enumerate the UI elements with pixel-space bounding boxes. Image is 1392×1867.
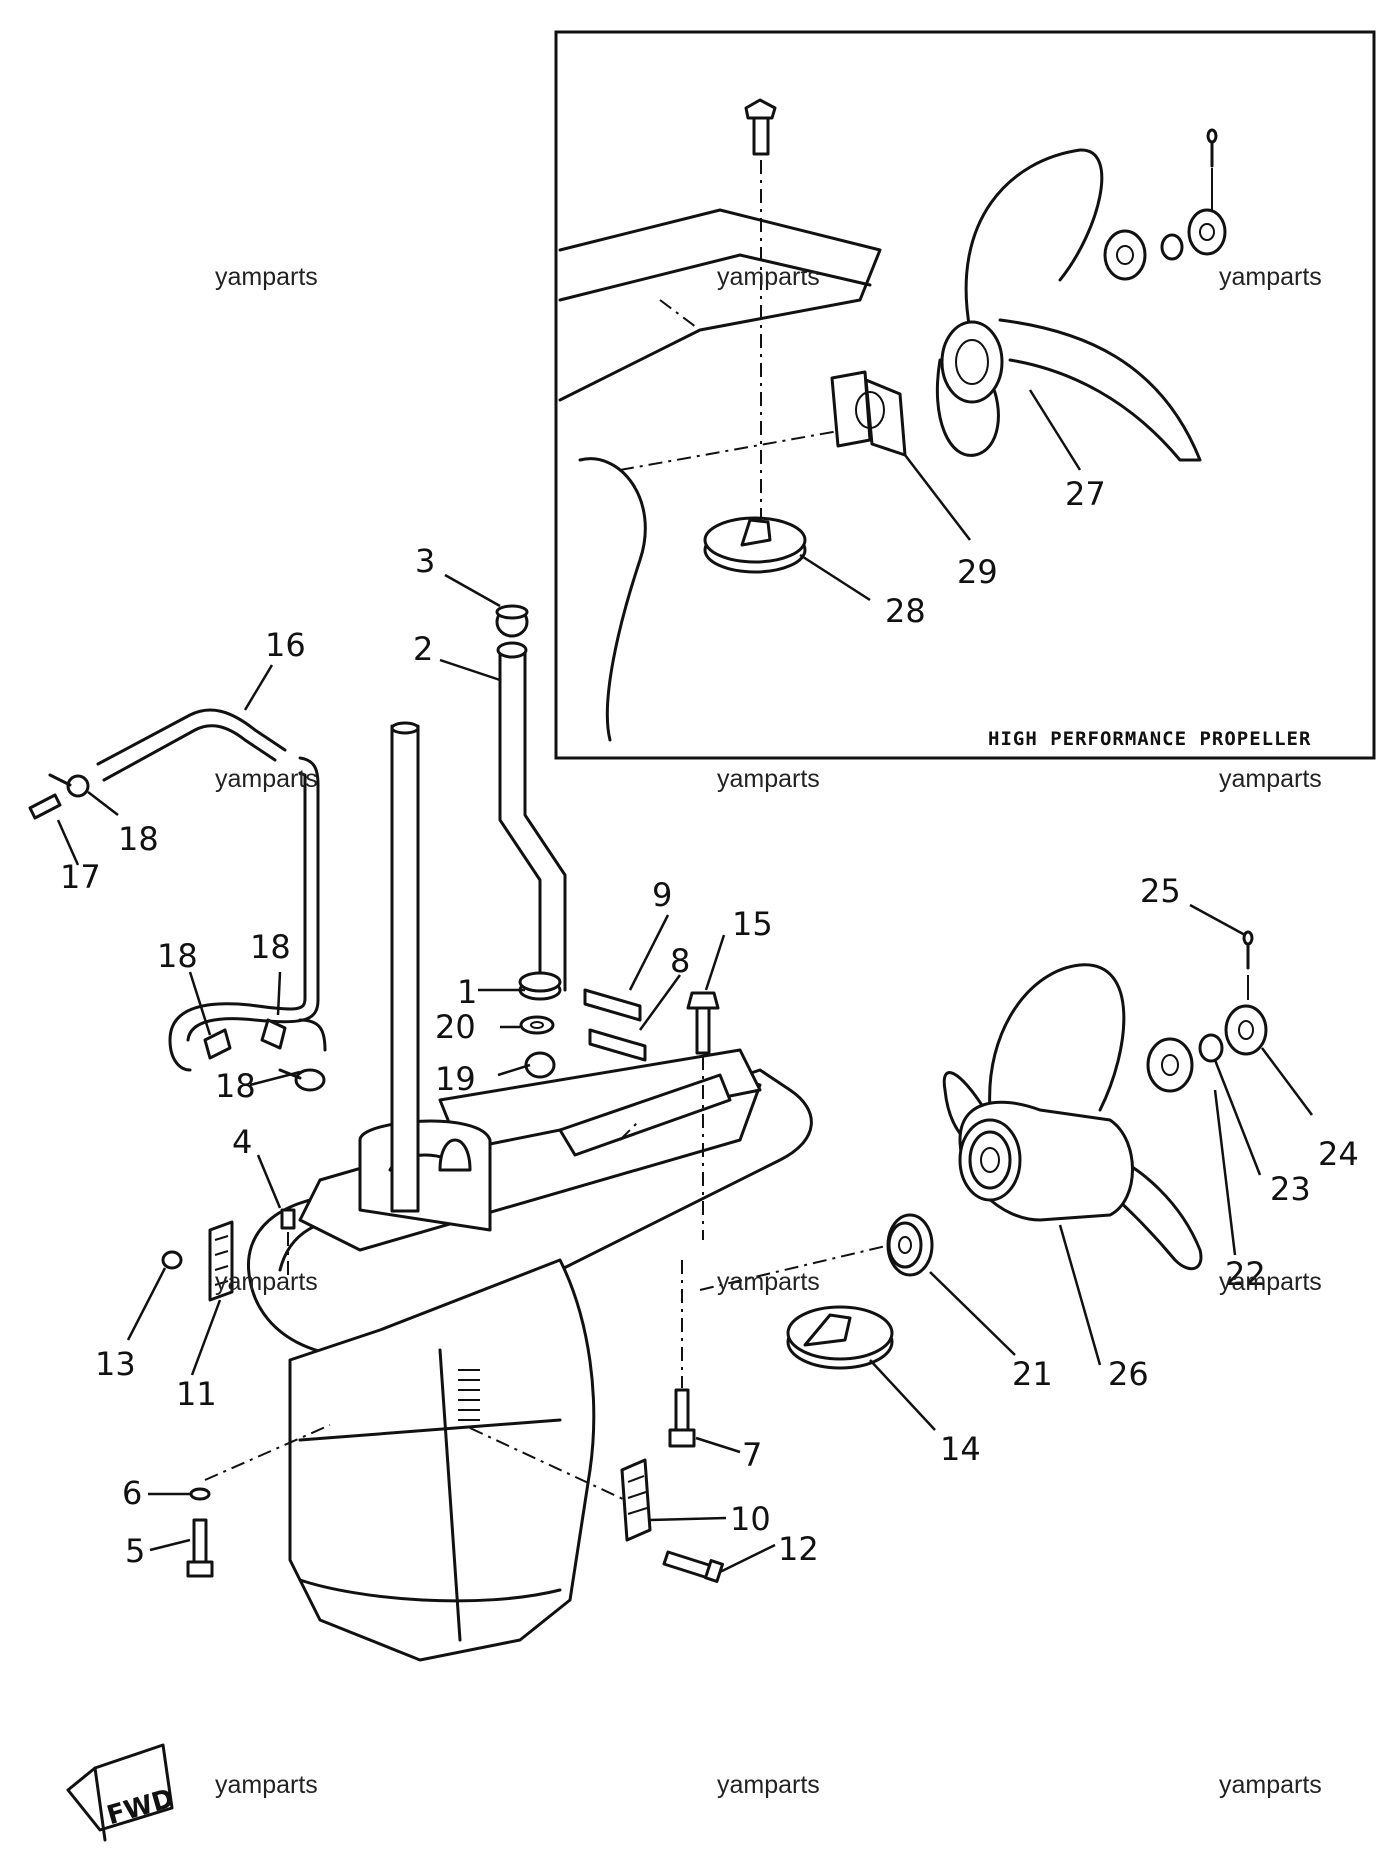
watermark: yamparts [717, 1268, 820, 1296]
anode-bolt [662, 1550, 724, 1583]
callout-25: 25 [1140, 872, 1181, 910]
callout-1: 1 [457, 973, 477, 1011]
callout-20: 20 [435, 1008, 476, 1046]
inset-panel: HIGH PERFORMANCE PROPELLER [554, 30, 1376, 760]
callout-22: 22 [1225, 1255, 1266, 1293]
bolt-washer [189, 1487, 211, 1501]
callout-19: 19 [435, 1060, 476, 1098]
watermark: yamparts [1219, 765, 1322, 793]
watermark: yamparts [717, 765, 820, 793]
propeller-inset [935, 148, 1202, 462]
callout-27: 27 [1065, 475, 1106, 513]
nut-inset [1187, 208, 1227, 256]
callout-26: 26 [1108, 1355, 1149, 1393]
bolt-front [186, 1518, 214, 1578]
water-tube [496, 641, 567, 992]
hose-clamp-a [48, 773, 90, 798]
spacer-inset [830, 370, 907, 457]
callout-18c: 18 [250, 928, 291, 966]
callout-17: 17 [60, 858, 101, 896]
cotter-pin [1242, 930, 1254, 970]
anode-plate [208, 1220, 234, 1302]
watermark: yamparts [717, 1771, 820, 1799]
callout-9: 9 [652, 876, 672, 914]
washer [519, 1015, 555, 1035]
trim-tab [786, 1305, 894, 1370]
callout-7: 7 [742, 1436, 762, 1474]
callout-3: 3 [415, 542, 435, 580]
drive-shaft [390, 721, 420, 1213]
callout-11: 11 [176, 1375, 217, 1413]
callout-24: 24 [1318, 1135, 1359, 1173]
anode-nut [161, 1250, 183, 1270]
hose-clamp-b [203, 1028, 232, 1060]
fwd-arrow: FWD [66, 1743, 177, 1842]
watermark: yamparts [717, 263, 820, 291]
propeller [942, 963, 1203, 1271]
callout-2: 2 [413, 630, 433, 668]
watermark: yamparts [215, 263, 318, 291]
callout-13: 13 [95, 1345, 136, 1383]
callout-5: 5 [125, 1532, 145, 1570]
callout-18a: 18 [118, 820, 159, 858]
leader-lines [56, 573, 1314, 1574]
dowel-pin [280, 1208, 296, 1230]
watermark: yamparts [1219, 1771, 1322, 1799]
callout-16: 16 [265, 626, 306, 664]
washer-plate [1146, 1037, 1194, 1093]
hose-clamp-c [260, 1018, 287, 1050]
watermark: yamparts [215, 1771, 318, 1799]
callout-4: 4 [232, 1123, 252, 1161]
hose-fitting [28, 793, 62, 820]
watermark: yamparts [1219, 1268, 1322, 1296]
callout-28: 28 [885, 592, 926, 630]
grommet [495, 604, 529, 638]
washer-inset [1160, 233, 1184, 261]
hose [96, 708, 327, 1072]
anode-block [620, 1458, 652, 1542]
inset-title: HIGH PERFORMANCE PROPELLER [988, 728, 1311, 750]
callout-29: 29 [957, 553, 998, 591]
callout-18d: 18 [215, 1067, 256, 1105]
cotter-pin-inset [1206, 128, 1218, 168]
thrust-washer [886, 1213, 934, 1277]
callout-numbers: 1 2 3 4 5 6 7 8 9 10 11 12 13 14 15 16 1… [60, 475, 1359, 1570]
callout-23: 23 [1270, 1170, 1311, 1208]
bolt-rear [668, 1388, 696, 1448]
bushing [524, 1051, 556, 1079]
callout-8: 8 [670, 942, 690, 980]
washer-small [1198, 1033, 1224, 1063]
watermarks: yamparts yamparts yamparts yamparts yamp… [215, 263, 1322, 1799]
callout-12: 12 [778, 1530, 819, 1568]
bolt-top [686, 991, 720, 1055]
castle-nut [1224, 1004, 1268, 1056]
callout-21: 21 [1012, 1355, 1053, 1393]
callout-14: 14 [940, 1430, 981, 1468]
rubber-seal-bottom [588, 1028, 647, 1062]
washer-plate-inset [1103, 229, 1147, 281]
watermark: yamparts [215, 765, 318, 793]
trim-tab-bolt-inset [744, 98, 777, 156]
watermark: yamparts [215, 1268, 318, 1296]
callout-6: 6 [122, 1474, 142, 1512]
hose-clamp-d [278, 1068, 326, 1092]
callout-10: 10 [730, 1500, 771, 1538]
rubber-seal-top [583, 988, 642, 1022]
watermark: yamparts [1219, 263, 1322, 291]
trim-tab-inset [703, 516, 807, 574]
seal [518, 971, 562, 1001]
callout-15: 15 [732, 905, 773, 943]
callout-18b: 18 [157, 937, 198, 975]
